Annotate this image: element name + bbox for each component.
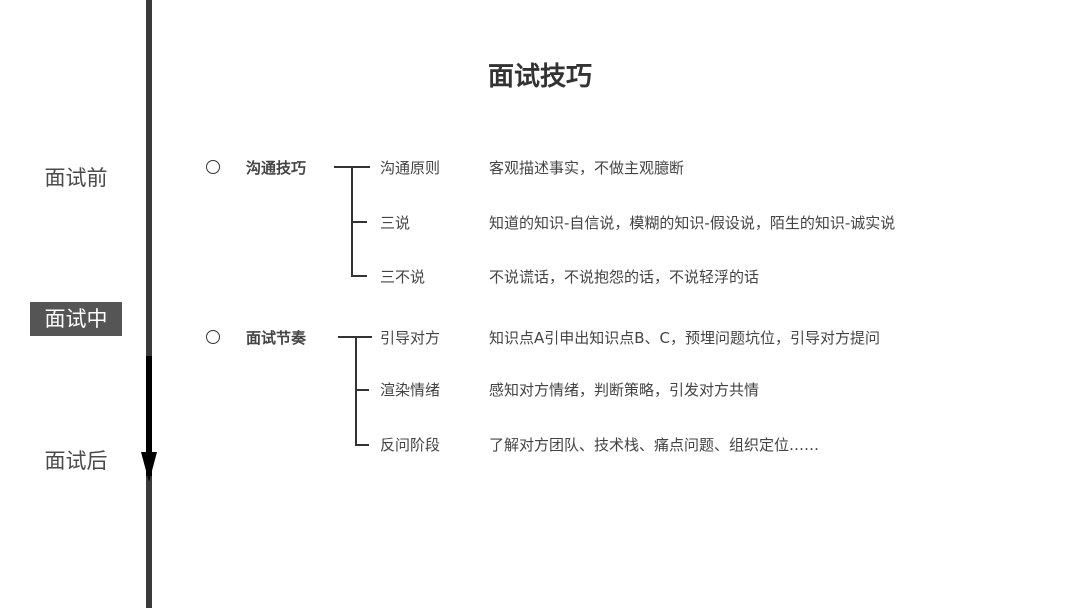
item-label: 三说 xyxy=(380,214,411,232)
bracket-branch xyxy=(351,275,367,277)
timeline-axis-highlight xyxy=(146,356,152,476)
stage-during: 面试中 xyxy=(30,302,122,336)
bullet-circle-icon xyxy=(206,330,220,344)
item-text: 知道的知识-自信说，模糊的知识-假设说，陌生的知识-诚实说 xyxy=(489,214,896,232)
item-text: 知识点A引申出知识点B、C，预埋问题坑位，引导对方提问 xyxy=(489,329,881,347)
bullet-circle-icon xyxy=(206,160,220,174)
item-text: 不说谎话，不说抱怨的话，不说轻浮的话 xyxy=(489,268,760,286)
bracket-vertical xyxy=(355,336,357,445)
item-text: 了解对方团队、技术栈、痛点问题、组织定位…… xyxy=(489,436,820,454)
timeline-arrow-icon xyxy=(141,452,157,482)
item-label: 沟通原则 xyxy=(380,159,441,177)
timeline-axis xyxy=(146,0,152,608)
bracket-branch xyxy=(355,389,369,391)
bracket-branch xyxy=(351,221,367,223)
item-label: 反问阶段 xyxy=(380,436,441,454)
item-label: 三不说 xyxy=(380,268,426,286)
bracket-branch xyxy=(355,444,369,446)
item-text: 客观描述事实，不做主观臆断 xyxy=(489,159,685,177)
page-title: 面试技巧 xyxy=(487,62,592,92)
item-text: 感知对方情绪，判断策略，引发对方共情 xyxy=(489,381,760,399)
stage-before: 面试前 xyxy=(44,166,108,190)
item-label: 引导对方 xyxy=(380,329,441,347)
group-title-communication: 沟通技巧 xyxy=(246,159,307,177)
stage-after: 面试后 xyxy=(44,449,108,473)
group-title-rhythm: 面试节奏 xyxy=(246,329,307,347)
item-label: 渲染情绪 xyxy=(380,381,441,399)
